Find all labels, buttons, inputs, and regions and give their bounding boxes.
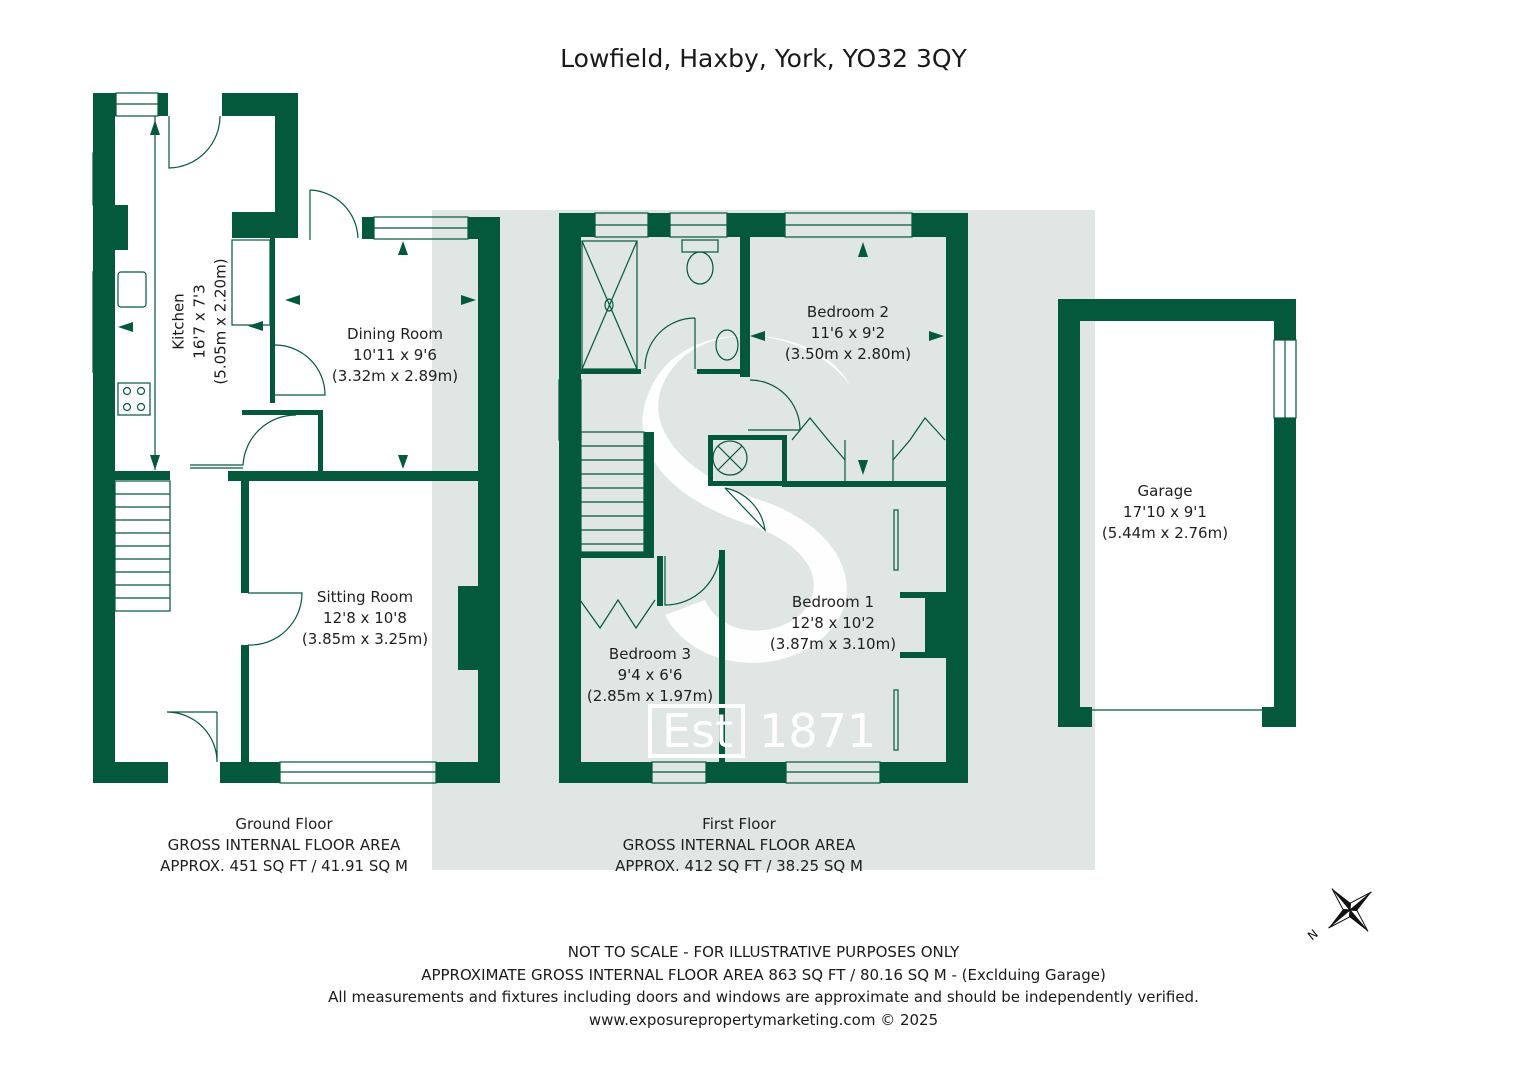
watermark-background (432, 210, 1095, 870)
garage-walls (1058, 299, 1296, 727)
ground-floor-fixtures (92, 92, 469, 784)
page-title: Lowfield, Haxby, York, YO32 3QY (560, 44, 967, 73)
first-floor-arrows (750, 242, 944, 475)
compass-rose-icon (1328, 888, 1372, 932)
ground-floor-walls (93, 93, 500, 783)
room-kitchen: Kitchen 16'7 x 7'3 (5.05m x 2.20m) (165, 250, 235, 384)
footer-total-area: APPROXIMATE GROSS INTERNAL FLOOR AREA 86… (421, 965, 1106, 984)
room-imperial: 16'7 x 7'3 (190, 284, 209, 359)
first-floor-walls (559, 213, 968, 783)
footer-verification-note: All measurements and fixtures including … (328, 988, 1199, 1006)
footer-website: www.exposurepropertymarketing.com © 2025 (588, 1010, 939, 1029)
ground-floor-arrows (118, 120, 476, 470)
room-name: Kitchen (169, 293, 188, 350)
disclaimer-footer: NOT TO SCALE - FOR ILLUSTRATIVE PURPOSES… (0, 941, 1527, 1031)
first-floor-fixtures (558, 212, 1297, 784)
watermark-s-icon (642, 335, 850, 663)
room-metric: (5.05m x 2.20m) (211, 258, 230, 385)
footer-scale-note: NOT TO SCALE - FOR ILLUSTRATIVE PURPOSES… (567, 943, 960, 961)
